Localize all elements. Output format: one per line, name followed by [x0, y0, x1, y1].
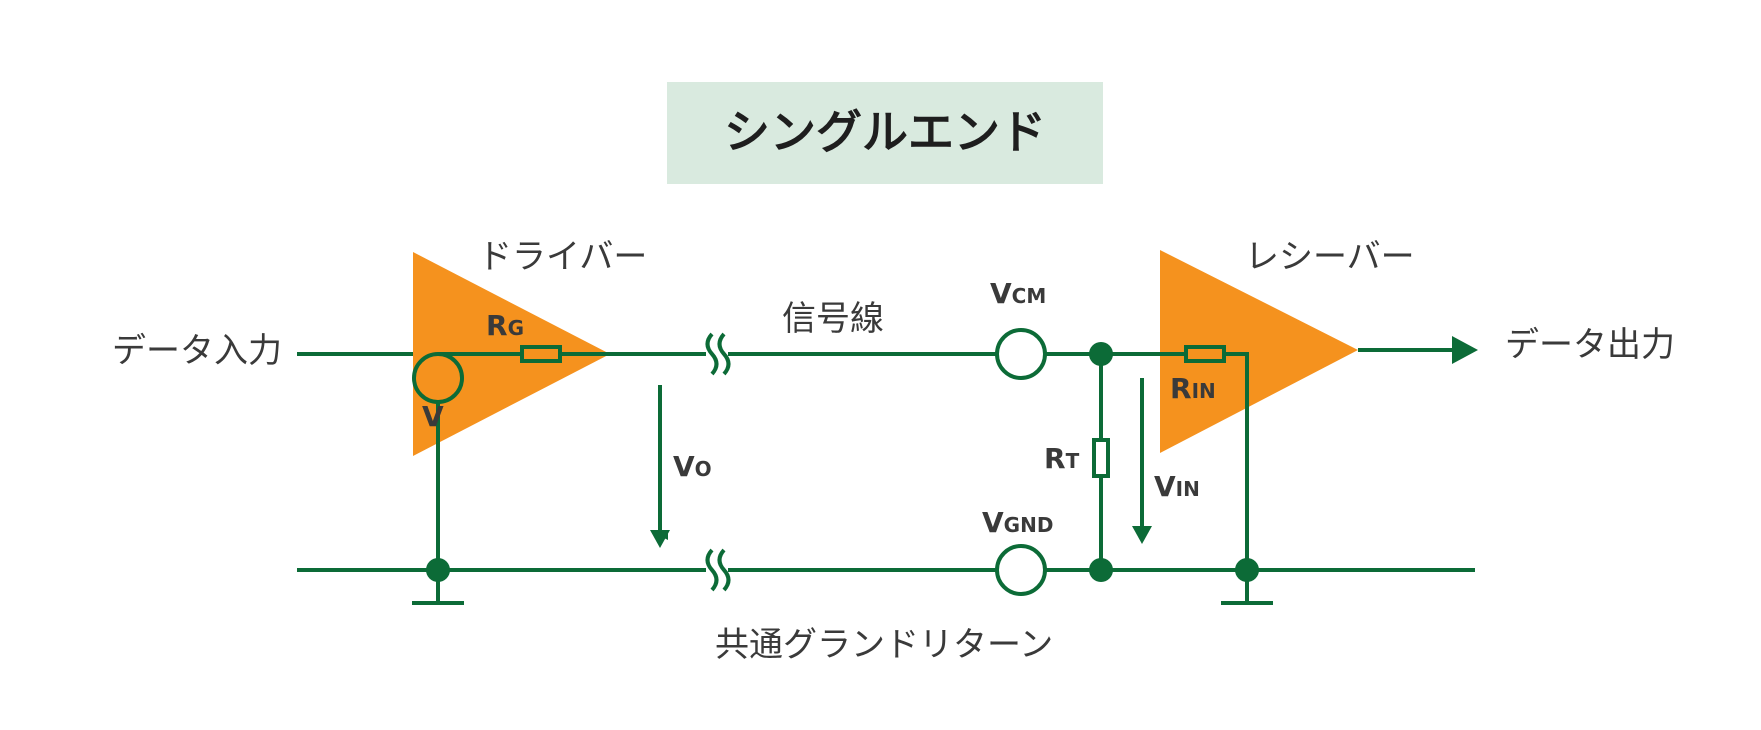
vgnd-symbol: VGND: [982, 506, 1053, 539]
vin-symbol: VIN: [1154, 470, 1200, 503]
resistor-rg: [520, 345, 562, 363]
driver-label: ドライバー: [478, 237, 647, 277]
rin-symbol: RIN: [1170, 372, 1216, 405]
vcm-source: [995, 328, 1047, 380]
rt-symbol: RT: [1044, 442, 1080, 475]
data-output-label: データ出力: [1505, 325, 1675, 365]
vgnd-source: [995, 544, 1047, 596]
ground-break-mark-left: [705, 548, 719, 592]
receiver-label: レシーバー: [1245, 237, 1415, 277]
junction-dot-ground-left: [426, 558, 450, 582]
signal-break-mark-right: [717, 332, 731, 376]
rg-symbol: RG: [486, 309, 524, 342]
output-arrow-icon: [1452, 336, 1478, 364]
receiver-triangle: [1160, 250, 1358, 453]
signal-line-label: 信号線: [782, 299, 884, 339]
junction-dot-ground-right: [1235, 558, 1259, 582]
ground-return-label: 共通グランドリターン: [715, 625, 1053, 665]
vcm-symbol: VCM: [990, 277, 1046, 310]
title-box: [667, 82, 1103, 184]
signal-break-mark-left: [705, 332, 719, 376]
junction-dot-signal-rt: [1089, 342, 1113, 366]
vo-arrow-head-icon: [650, 530, 670, 548]
resistor-rt: [1092, 438, 1110, 478]
ground-break-mark-right: [717, 548, 731, 592]
data-input-label: データ入力: [112, 331, 282, 371]
resistor-rin: [1184, 345, 1226, 363]
vin-arrow-head-icon: [1132, 526, 1152, 544]
v-symbol: V: [422, 400, 444, 433]
vo-symbol: VO: [673, 450, 712, 483]
diagram-title: シングルエンド: [724, 105, 1046, 159]
junction-dot-ground-rt: [1089, 558, 1113, 582]
voltage-source-v: [412, 352, 464, 404]
